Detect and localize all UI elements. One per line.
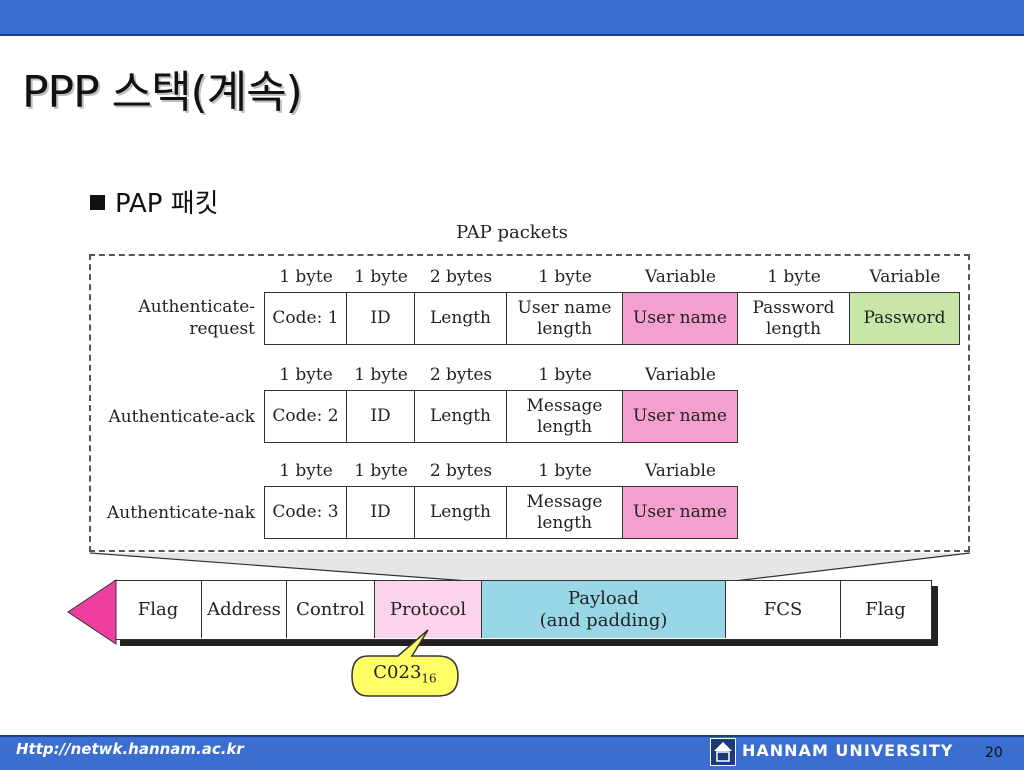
row1-header-password: Variable <box>869 267 941 287</box>
row1-field-length: Length <box>414 292 507 345</box>
row1-label: Authenticate- request <box>95 296 255 340</box>
row3-label: Authenticate-nak <box>107 503 255 523</box>
page-number: 20 <box>985 745 1003 761</box>
row3-field-username: User name <box>622 486 738 539</box>
row1-field-username: User name <box>622 292 738 345</box>
bullet-text: PAP 패킷 <box>115 189 219 219</box>
row1-header-username: Variable <box>645 267 716 287</box>
bullet-item: PAP 패킷 <box>90 183 219 220</box>
row3-field-id: ID <box>346 486 415 539</box>
row1-label-line1: Authenticate- <box>138 297 255 317</box>
row2-field-username: User name <box>622 390 738 443</box>
row2-header-length: 2 bytes <box>429 365 493 385</box>
row1-header-password-length: 1 byte <box>767 267 821 287</box>
row1-field-code: Code: 1 <box>264 292 347 345</box>
protocol-value-base: 16 <box>421 671 437 686</box>
row2-header-id: 1 byte <box>354 365 408 385</box>
frame-field-flag-end: Flag <box>865 598 906 620</box>
row1-field-password: Password <box>849 292 960 345</box>
row3-header-length: 2 bytes <box>429 461 493 481</box>
row2-header-message-length: 1 byte <box>538 365 592 385</box>
protocol-value-callout <box>351 629 459 697</box>
row3-header-message-length: 1 byte <box>538 461 592 481</box>
square-bullet-icon <box>90 195 105 210</box>
row3-header-username: Variable <box>645 461 716 481</box>
row1-field-id: ID <box>346 292 415 345</box>
footer-university-name: HANNAM UNIVERSITY <box>742 741 954 760</box>
row1-label-line2: request <box>189 319 255 339</box>
row1-header-length: 2 bytes <box>429 267 493 287</box>
row1-header-username-length: 1 byte <box>538 267 592 287</box>
footer-bar <box>0 735 1024 770</box>
top-banner <box>0 0 1024 36</box>
row2-field-code: Code: 2 <box>264 390 347 443</box>
diagram-caption: PAP packets <box>456 222 568 243</box>
frame-field-address: Address <box>202 581 287 638</box>
row1-header-id: 1 byte <box>354 267 408 287</box>
row2-header-username: Variable <box>645 365 716 385</box>
pap-packets-box <box>89 254 970 552</box>
university-logo-icon <box>710 738 736 766</box>
frame-field-control: Control <box>287 581 375 638</box>
row3-header-code: 1 byte <box>279 461 333 481</box>
row1-header-code: 1 byte <box>279 267 333 287</box>
slide-title: PPP 스택(계속) <box>22 67 303 118</box>
row3-field-code: Code: 3 <box>264 486 347 539</box>
ppp-frame: Flag Address Control Protocol Payload(an… <box>114 580 932 640</box>
row2-label: Authenticate-ack <box>108 407 255 427</box>
frame-field-protocol: Protocol <box>375 581 482 638</box>
row3-field-length: Length <box>414 486 507 539</box>
row2-field-id: ID <box>346 390 415 443</box>
protocol-value-number: C023 <box>373 662 422 683</box>
row3-header-id: 1 byte <box>354 461 408 481</box>
frame-field-payload: Payload(and padding) <box>482 581 726 638</box>
frame-direction-arrow-icon <box>67 579 117 645</box>
footer-url[interactable]: Http://netwk.hannam.ac.kr <box>16 740 244 758</box>
row2-field-length: Length <box>414 390 507 443</box>
protocol-value: C02316 <box>355 662 455 686</box>
frame-field-fcs: FCS <box>726 581 841 638</box>
row2-header-code: 1 byte <box>279 365 333 385</box>
frame-field-flag-start: Flag <box>115 581 202 638</box>
